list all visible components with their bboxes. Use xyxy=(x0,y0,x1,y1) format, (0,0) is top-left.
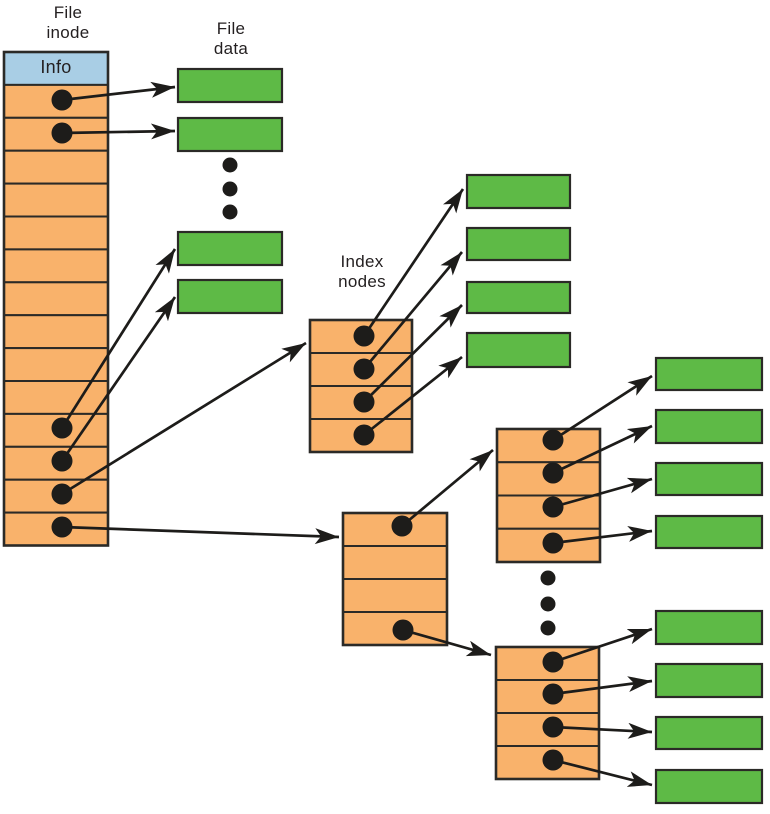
pointer-arrow xyxy=(60,248,177,429)
ellipsis-dot xyxy=(540,570,556,586)
double-indirect-index-node-outline xyxy=(341,511,449,647)
file-inode-table-outline xyxy=(2,50,110,547)
file-inode-table-row xyxy=(3,248,109,284)
pointer-dot xyxy=(542,532,564,554)
pointer-arrow xyxy=(362,188,465,337)
pointer-dot xyxy=(542,749,564,771)
file-inode-table-row xyxy=(3,347,109,383)
file-inode-table-row xyxy=(3,149,109,185)
file-data-block xyxy=(654,662,764,699)
pointer-arrow xyxy=(552,424,653,475)
double-indirect-index-node-row xyxy=(342,578,448,613)
file-data-block xyxy=(654,408,764,445)
pointer-dot xyxy=(542,462,564,484)
pointer-dot xyxy=(51,417,73,439)
file-inode-table-row xyxy=(3,314,109,350)
file-data-block xyxy=(654,461,764,497)
file-data-block xyxy=(465,226,572,262)
pointer-dot xyxy=(353,325,375,347)
file-inode-table-row xyxy=(3,215,109,251)
file-data-block xyxy=(654,609,764,646)
pointer-arrow xyxy=(61,525,340,545)
file-data-block xyxy=(176,116,284,153)
file-data-block xyxy=(465,173,572,210)
ellipsis-dot xyxy=(540,620,556,636)
file-data-label-line1: File xyxy=(216,19,246,38)
pointer-arrow xyxy=(363,355,463,437)
pointer-arrow xyxy=(552,722,653,739)
file-data-block xyxy=(654,356,764,392)
file-inode-label-line2: inode xyxy=(46,23,90,42)
index-nodes-label-line1: Index xyxy=(340,252,384,271)
file-inode-table-row xyxy=(3,281,109,317)
pointer-arrow xyxy=(60,296,177,462)
pointer-arrow xyxy=(362,251,464,370)
pointer-dot xyxy=(353,424,375,446)
upper-right-index-node-outline xyxy=(495,427,602,564)
file-data-block xyxy=(654,768,764,805)
pointer-dot xyxy=(542,683,564,705)
pointer-dot xyxy=(542,716,564,738)
pointer-arrow xyxy=(552,477,653,509)
file-data-block xyxy=(654,715,764,751)
pointer-dot xyxy=(542,651,564,673)
double-indirect-index-node-row xyxy=(342,545,448,580)
file-inode-label: File inode xyxy=(16,3,120,43)
pointer-dot xyxy=(51,89,73,111)
file-data-block xyxy=(176,230,284,267)
pointer-dot xyxy=(392,619,414,641)
pointer-dot xyxy=(51,516,73,538)
pointer-arrow xyxy=(61,123,176,140)
ellipsis-dot xyxy=(222,204,238,220)
file-data-block xyxy=(654,514,764,550)
file-data-label: File data xyxy=(179,19,283,59)
pointer-dot xyxy=(353,358,375,380)
pointer-arrow xyxy=(552,676,653,696)
pointer-arrow xyxy=(61,81,176,102)
pointer-arrow xyxy=(401,448,494,528)
pointer-arrow xyxy=(363,304,463,403)
file-inode-label-line1: File xyxy=(53,3,83,22)
single-indirect-index-node-outline xyxy=(308,318,414,454)
file-data-label-line2: data xyxy=(213,39,249,58)
ellipsis-dot xyxy=(222,181,238,197)
pointer-dot xyxy=(391,515,413,537)
pointer-arrow xyxy=(552,627,653,664)
file-data-block xyxy=(176,67,284,104)
pointer-arrow xyxy=(552,525,653,545)
info-label: Info xyxy=(40,57,72,77)
ellipsis-dot xyxy=(222,157,238,173)
pointer-dot xyxy=(542,429,564,451)
ellipsis-dot xyxy=(540,596,556,612)
pointer-arrow xyxy=(552,758,653,787)
file-data-block xyxy=(465,280,572,315)
pointer-dot xyxy=(51,122,73,144)
pointer-dot xyxy=(542,496,564,518)
index-nodes-label: Index nodes xyxy=(310,252,414,292)
file-inode-table-row xyxy=(3,182,109,218)
index-nodes-label-line2: nodes xyxy=(338,272,386,291)
pointer-arrow xyxy=(552,374,653,442)
pointer-dot xyxy=(51,483,73,505)
file-data-block xyxy=(176,278,284,315)
pointer-dot xyxy=(51,450,73,472)
file-inode-table-row xyxy=(3,380,109,415)
file-data-block xyxy=(465,331,572,369)
pointer-arrow xyxy=(402,628,492,657)
lower-right-index-node-outline xyxy=(494,645,601,781)
pointer-arrow xyxy=(61,341,307,496)
pointer-dot xyxy=(353,391,375,413)
